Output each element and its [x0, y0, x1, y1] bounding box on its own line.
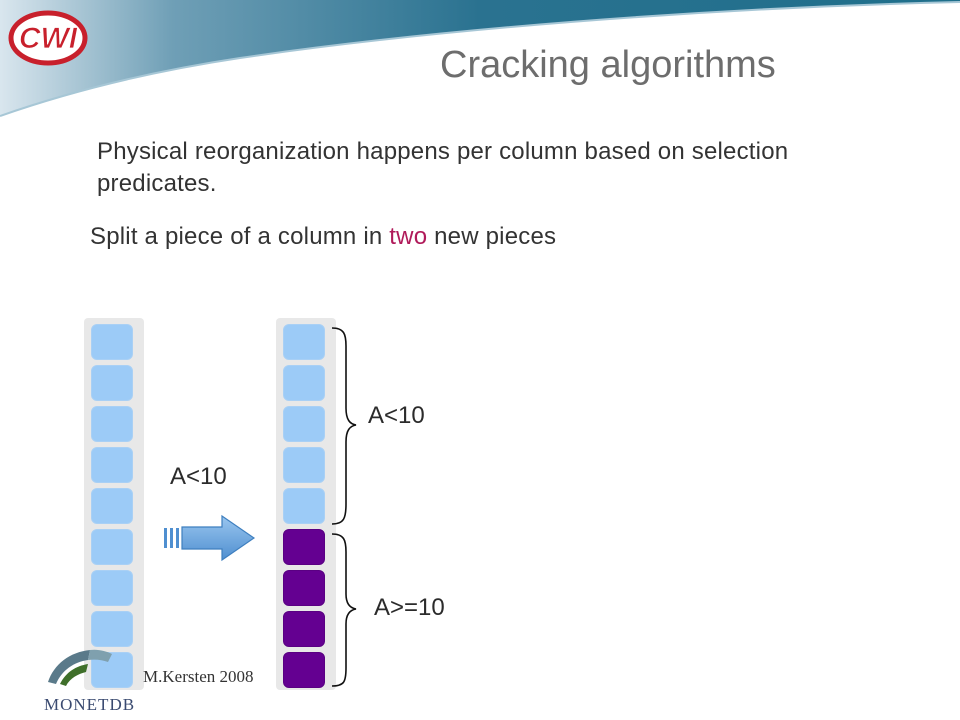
column-cell: [91, 406, 133, 442]
column-cell-cracked: [283, 529, 325, 565]
column-cell-cracked: [283, 570, 325, 606]
column-cell-cracked: [283, 652, 325, 688]
column-cell: [283, 447, 325, 483]
column-cell: [283, 324, 325, 360]
header-swoosh: [0, 0, 960, 117]
right-arrow-icon: [164, 514, 256, 562]
upper-piece-label: A<10: [368, 402, 425, 429]
monetdb-logo: MONETDB: [44, 649, 135, 714]
column-cell: [91, 324, 133, 360]
paragraph-physical-reorganization: Physical reorganization happens per colu…: [97, 138, 789, 197]
monetdb-logo-text: MONETDB: [44, 695, 135, 714]
slide-title: Cracking algorithms: [440, 44, 776, 86]
paragraph-split: Split a piece of a column in two new pie…: [90, 223, 556, 251]
column-cell: [91, 488, 133, 524]
cwi-logo: CWI: [8, 10, 88, 66]
lower-brace: [331, 533, 357, 687]
column-cell: [283, 365, 325, 401]
lower-piece-label: A>=10: [374, 594, 445, 621]
column-cell: [91, 447, 133, 483]
paragraph-split-suffix: new pieces: [427, 223, 557, 250]
column-cell: [91, 365, 133, 401]
cracked-column: [276, 318, 336, 690]
paragraph-split-highlight: two: [389, 223, 428, 250]
column-cell: [283, 406, 325, 442]
upper-brace: [331, 327, 357, 525]
column-cell: [91, 529, 133, 565]
paragraph-split-prefix: Split a piece of a column in: [90, 223, 390, 250]
footer-author: M.Kersten 2008: [143, 667, 254, 686]
column-cell: [91, 611, 133, 647]
column-cell: [91, 570, 133, 606]
column-cell: [283, 488, 325, 524]
column-cell-cracked: [283, 611, 325, 647]
arrow-predicate-label: A<10: [170, 463, 227, 490]
original-column: [84, 318, 144, 690]
cwi-logo-text: CWI: [19, 22, 78, 55]
